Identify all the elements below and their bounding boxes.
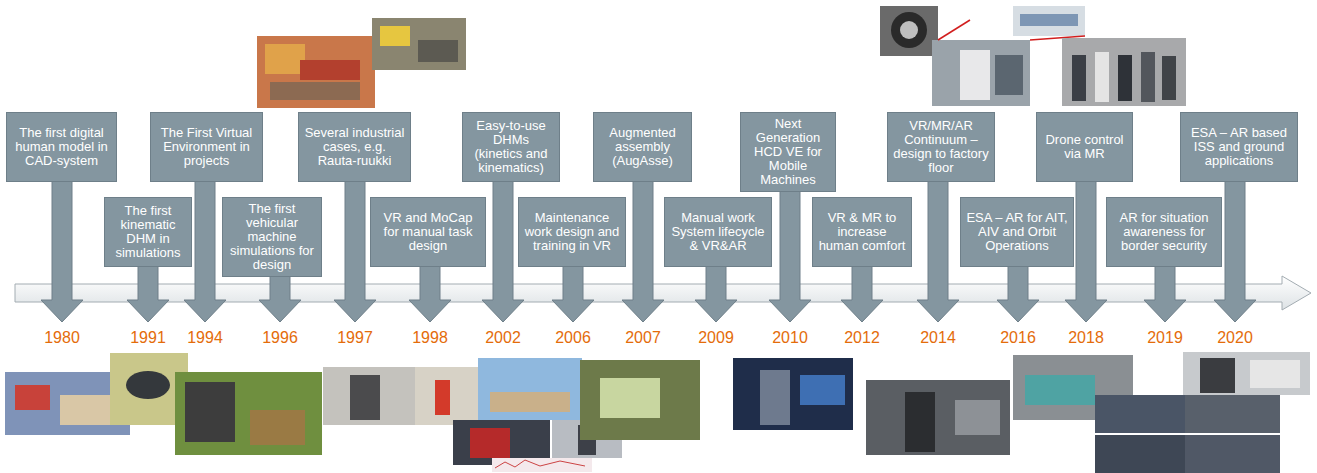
milestone-text: ESA – AR for AIT, AIV and Orbit Operatio…: [966, 211, 1068, 253]
milestone-text: Augmented assembly (AugAsse): [599, 126, 686, 168]
milestone-text: VR & MR to increase human comfort: [818, 211, 906, 253]
milestone-text: Easy-to-use DHMs (kinetics and kinematic…: [468, 119, 554, 175]
milestone-text: VR/MR/AR Continuum – design to factory f…: [893, 119, 989, 175]
milestone-text: The first digital human model in CAD-sys…: [12, 126, 111, 168]
year-label: 2010: [760, 329, 820, 347]
milestone-arrow: [41, 181, 83, 322]
year-label: 2007: [613, 329, 673, 347]
milestone-text: Manual work System lifecycle & VR&AR: [670, 211, 766, 253]
year-label: 1994: [175, 329, 235, 347]
milestone-arrow: [841, 266, 883, 322]
year-label: 2012: [832, 329, 892, 347]
year-label: 1997: [325, 329, 385, 347]
milestone-box: Augmented assembly (AugAsse): [593, 112, 692, 182]
milestone-arrow: [769, 191, 811, 322]
year-label: 2016: [988, 329, 1048, 347]
year-label: 2009: [686, 329, 746, 347]
milestone-arrow: [695, 266, 737, 322]
milestone-text: Drone control via MR: [1042, 133, 1127, 161]
milestone-box: Drone control via MR: [1036, 112, 1133, 182]
milestone-arrow: [917, 181, 959, 322]
year-label: 1996: [250, 329, 310, 347]
year-label: 2002: [473, 329, 533, 347]
year-label: 2019: [1135, 329, 1195, 347]
milestone-text: The first kinematic DHM in simulations: [110, 204, 186, 260]
milestone-arrow: [552, 266, 594, 322]
milestone-box: Manual work System lifecycle & VR&AR: [664, 197, 772, 267]
milestone-box: VR and MoCap for manual task design: [370, 197, 486, 267]
ar-photo: [880, 6, 1186, 106]
milestone-box: The First Virtual Environment in project…: [150, 112, 263, 182]
milestone-text: VR and MoCap for manual task design: [376, 211, 480, 253]
milestone-arrow: [259, 276, 301, 322]
milestone-box: Several industrial cases, e.g. Rauta-ruu…: [298, 112, 411, 182]
milestone-arrow: [997, 266, 1039, 322]
bottom-photos: [5, 352, 1310, 473]
milestone-text: AR for situation awareness for border se…: [1112, 211, 1216, 253]
milestone-text: Maintenance work design and training in …: [524, 211, 620, 253]
industrial-photo: [257, 18, 466, 108]
milestone-box: VR/MR/AR Continuum – design to factory f…: [887, 112, 995, 182]
milestone-text: The first vehicular machine simulations …: [228, 202, 316, 272]
year-label: 2014: [908, 329, 968, 347]
milestone-box: Next Generation HCD VE for Mobile Machin…: [740, 112, 836, 192]
milestone-box: Maintenance work design and training in …: [518, 197, 626, 267]
milestone-box: AR for situation awareness for border se…: [1106, 197, 1222, 267]
milestone-box: ESA – AR for AIT, AIV and Orbit Operatio…: [960, 197, 1074, 267]
year-label: 1991: [118, 329, 178, 347]
milestone-text: Several industrial cases, e.g. Rauta-ruu…: [304, 126, 405, 168]
milestone-box: ESA – AR based ISS and ground applicatio…: [1180, 112, 1298, 182]
year-label: 2006: [543, 329, 603, 347]
milestone-arrow: [409, 266, 451, 322]
year-label: 1998: [400, 329, 460, 347]
milestone-arrow: [622, 181, 664, 322]
milestone-box: The first vehicular machine simulations …: [222, 197, 322, 277]
year-label: 2020: [1205, 329, 1265, 347]
milestone-arrow: [127, 266, 169, 322]
year-label: 1980: [32, 329, 92, 347]
milestone-box: The first digital human model in CAD-sys…: [6, 112, 117, 182]
milestone-text: The First Virtual Environment in project…: [156, 126, 257, 168]
milestone-arrow: [1144, 266, 1186, 322]
milestone-text: Next Generation HCD VE for Mobile Machin…: [746, 117, 830, 187]
milestone-box: The first kinematic DHM in simulations: [104, 197, 192, 267]
milestone-box: Easy-to-use DHMs (kinetics and kinematic…: [462, 112, 560, 182]
year-label: 2018: [1056, 329, 1116, 347]
milestone-box: VR & MR to increase human comfort: [812, 197, 912, 267]
milestone-text: ESA – AR based ISS and ground applicatio…: [1186, 126, 1292, 168]
